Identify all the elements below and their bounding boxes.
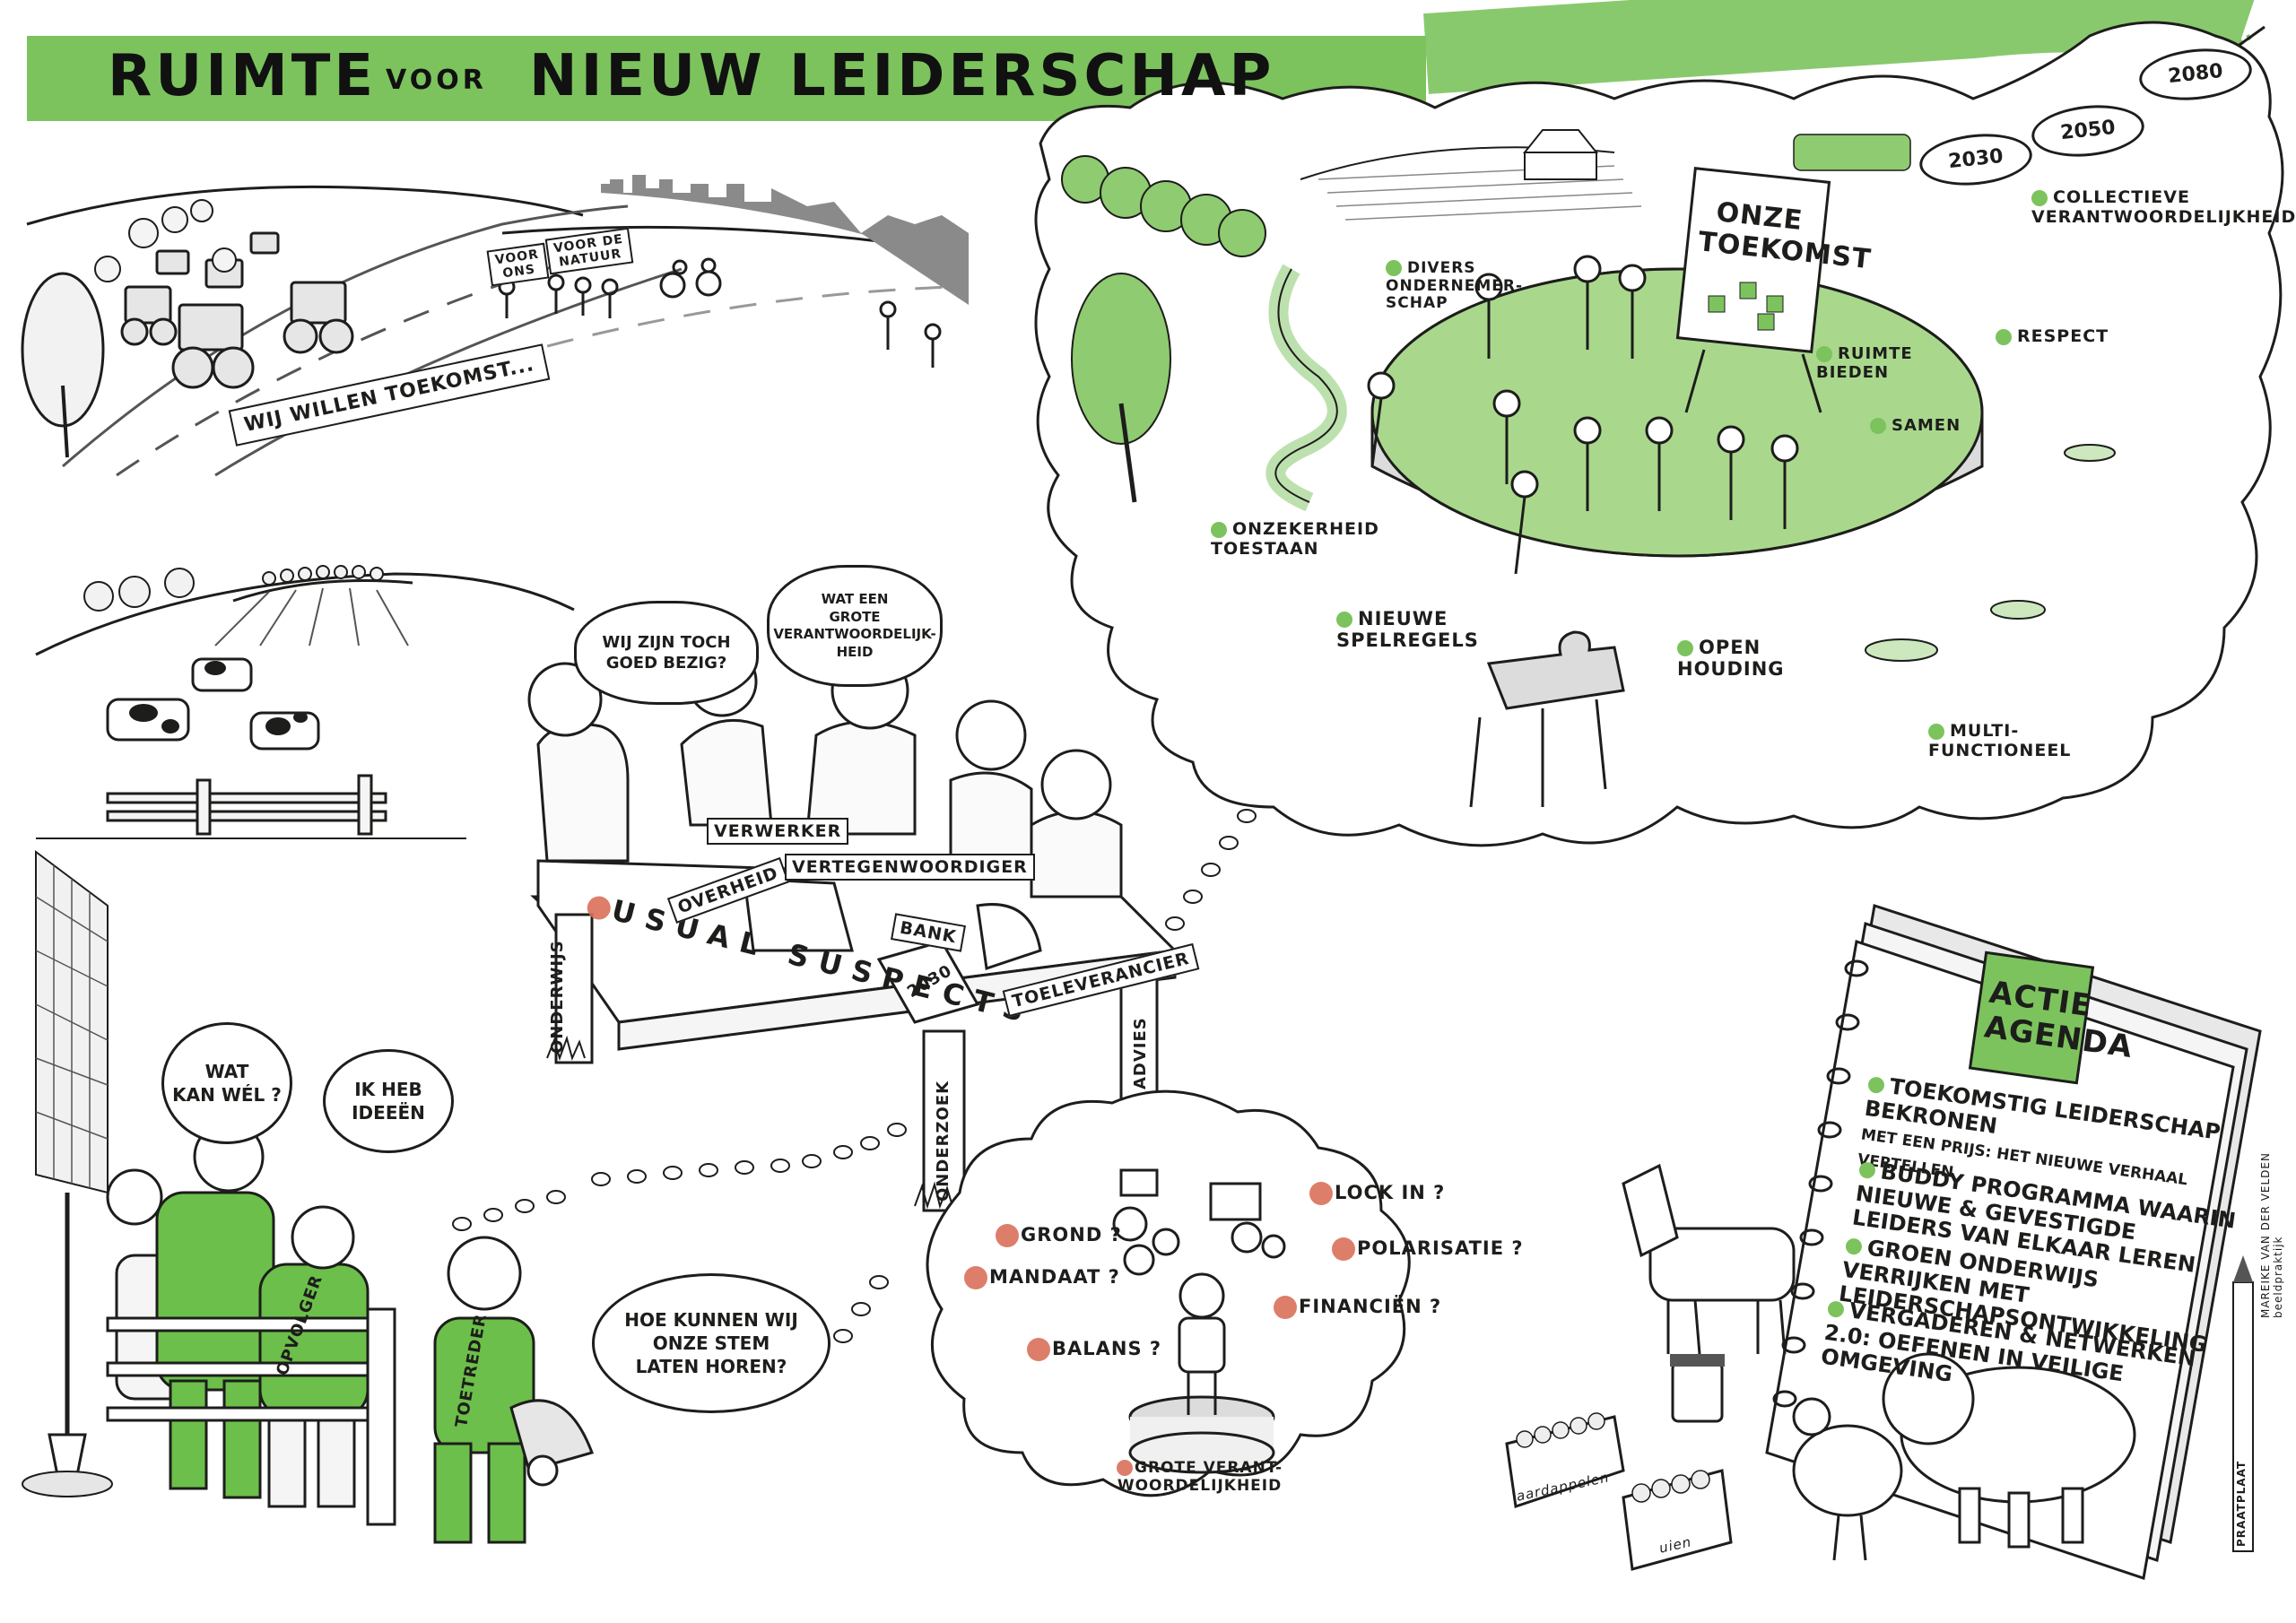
bullet-dot — [1844, 1237, 1864, 1256]
bullet-dot — [1866, 1075, 1886, 1095]
red-dot — [1274, 1296, 1297, 1319]
bullet-dot — [1996, 328, 2012, 345]
red-dot — [1117, 1460, 1133, 1476]
flipchart-title: ONZE TOEKOMST — [1696, 196, 1874, 275]
value-samen: SAMEN — [1870, 416, 1961, 436]
question-balans: BALANS ? — [1027, 1338, 1161, 1361]
value-ruimte-bieden: RUIMTE BIEDEN — [1816, 344, 1913, 382]
red-dot — [1027, 1338, 1050, 1361]
role-verwerker: VERWERKER — [707, 818, 849, 845]
pencil-label: PRAATPLAAT — [2235, 1460, 2248, 1547]
title-part-3: NIEUW LEIDERSCHAP — [529, 43, 1275, 109]
title-band-swirl — [1423, 0, 2255, 94]
value-onzekerheid-toestaan: ONZEKERHEID TOESTAAN — [1211, 519, 1379, 559]
speech-grote-verantwoordelijkheid: WAT EEN GROTE VERANTWOORDELIJK- HEID — [767, 565, 943, 687]
table-leg-advies: ADVIES — [1131, 1017, 1150, 1089]
red-dot — [1309, 1182, 1333, 1205]
bullet-dot — [1211, 521, 1227, 538]
pedestal-grote-verantwoordelijkheid: GROTE VERANT- WOORDELIJKHEID — [1117, 1459, 1283, 1495]
bullet-dot — [1386, 260, 1402, 276]
value-collectieve-verantwoordelijkheid: COLLECTIEVE VERANTWOORDELIJKHEID — [2031, 187, 2296, 227]
bullet-dot — [1677, 640, 1693, 656]
farmers-illustration — [22, 1121, 594, 1544]
red-dot — [964, 1266, 987, 1289]
artist-signature: MAREIKE VAN DER VELDEN beeldpraktijk — [2259, 1152, 2284, 1318]
bullet-dot — [2031, 189, 2048, 206]
agenda-heading-box — [1968, 950, 2095, 1085]
bullet-dot — [1870, 418, 1886, 434]
red-dot — [996, 1224, 1019, 1247]
question-polarisatie: POLARISATIE ? — [1332, 1237, 1524, 1261]
speech-wat-kan-wel: WAT KAN WÉL ? — [161, 1022, 292, 1144]
bullet-dot — [1826, 1299, 1846, 1319]
value-multifunctioneel: MULTI- FUNCTIONEEL — [1928, 721, 2072, 760]
role-vertegenwoordiger: VERTEGENWOORDIGER — [785, 854, 1035, 881]
value-open-houding: OPEN HOUDING — [1677, 637, 1785, 681]
value-nieuwe-spelregels: NIEUWE SPELREGELS — [1336, 608, 1479, 652]
bullet-dot — [1928, 723, 1944, 740]
question-financien: FINANCIËN ? — [1274, 1296, 1441, 1319]
agenda-heading: ACTIE AGENDA — [1982, 974, 2135, 1066]
red-dot — [585, 893, 613, 923]
question-lock-in: LOCK IN ? — [1309, 1182, 1445, 1205]
dilemma-cloud — [926, 1089, 1411, 1497]
value-respect: RESPECT — [1996, 326, 2109, 347]
table-leg-onderwijs: ONDERWIJS — [548, 940, 567, 1054]
speech-ik-heb-ideeen: IK HEB IDEEËN — [323, 1049, 454, 1153]
value-divers-ondernemerschap: DIVERS ONDERNEMER- SCHAP — [1386, 259, 1524, 313]
bullet-dot — [1336, 612, 1352, 628]
red-dot — [1332, 1237, 1355, 1261]
speech-goed-bezig: WIJ ZIJN TOCH GOED BEZIG? — [574, 601, 759, 705]
title-part-2: VOOR — [386, 65, 487, 96]
speech-stem-laten-horen: HOE KUNNEN WIJ ONZE STEM LATEN HOREN? — [592, 1273, 831, 1413]
bullet-dot — [1816, 346, 1832, 362]
question-grond: GROND ? — [996, 1224, 1122, 1247]
title-part-1: RUIMTE — [108, 43, 378, 109]
bullet-dot — [1857, 1160, 1877, 1180]
table-leg-onderzoek: ONDERZOEK — [934, 1080, 952, 1202]
question-mandaat: MANDAAT ? — [964, 1266, 1120, 1289]
